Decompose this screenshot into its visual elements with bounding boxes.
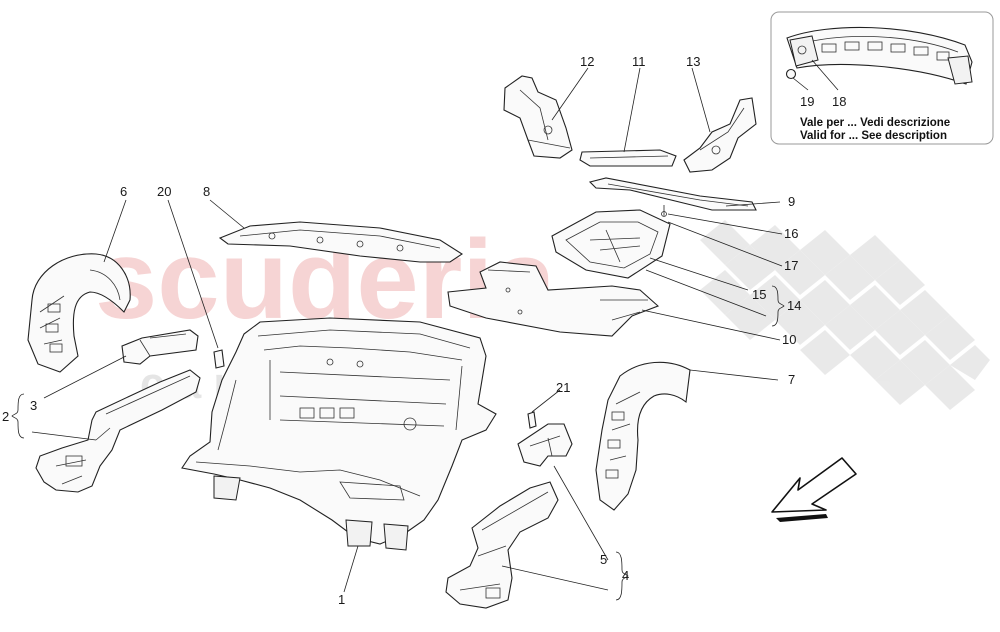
callouts: 12 11 13 9 16 17 15 14 10 7 6 20 8 3 2 2… [2,54,801,607]
inset-note-en: Valid for ... See description [800,130,947,142]
part-4-rail [445,481,559,609]
part-1-rear-structure [181,317,497,551]
part-12-bracket [503,75,573,159]
callout-7: 7 [788,372,795,387]
callout-5: 5 [600,552,607,567]
callout-3: 3 [30,398,37,413]
nut-19 [785,68,797,80]
callout-13: 13 [686,54,700,69]
callout-9: 9 [788,194,795,209]
part-3-channel [121,329,199,365]
part-6-wheel-arch [27,253,131,373]
part-8-shelf [218,221,464,263]
braces [11,285,785,601]
inset-note-it: Vale per ... Vedi descrizione [800,117,950,129]
callout-20: 20 [157,184,171,199]
callout-12: 12 [580,54,594,69]
callout-14: 14 [787,298,801,313]
callout-10: 10 [782,332,796,347]
part-11-panel [579,149,677,167]
inset-box: 19 18 Vale per ... Vedi descrizione Vali… [770,11,994,145]
part-2-rail [35,369,201,493]
leader-lines [31,67,783,593]
part-13-bracket [683,97,757,173]
callout-1: 1 [338,592,345,607]
rear-bumper-beam-part [786,26,973,85]
callout-21: 21 [556,380,570,395]
callout-4: 4 [622,568,629,583]
part-10-floor [447,261,660,337]
part-9-strip [588,177,757,211]
callout-15: 15 [752,287,766,302]
part-20-clip [213,349,225,369]
part-7-wheel-arch [595,361,691,511]
inset-callout-19: 19 [800,94,814,109]
front-direction-arrow-icon [771,457,857,522]
part-15-tub [551,205,671,279]
callout-8: 8 [203,184,210,199]
part-5-channel [517,423,573,467]
checkered-flag-icon [700,220,990,410]
callout-16: 16 [784,226,798,241]
callout-2: 2 [2,409,9,424]
callout-17: 17 [784,258,798,273]
part-21-clip [527,411,537,429]
callout-11: 11 [632,54,646,69]
callout-6: 6 [120,184,127,199]
inset-callout-18: 18 [832,94,846,109]
